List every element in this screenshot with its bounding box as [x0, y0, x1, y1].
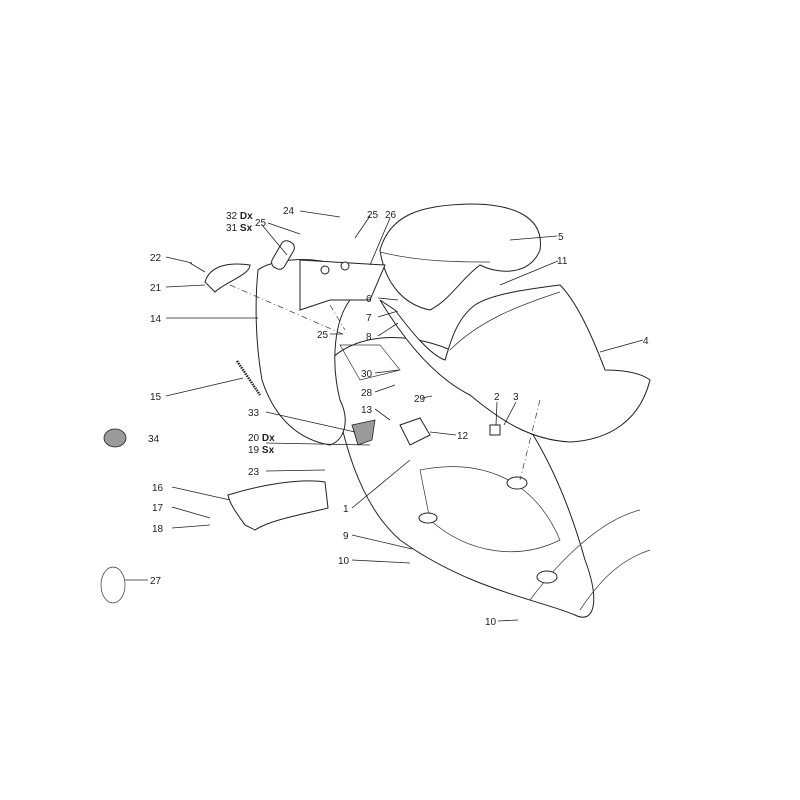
- part-33-pad: [351, 419, 376, 446]
- part-2-clip: [489, 424, 501, 436]
- label-6: 6: [366, 294, 372, 305]
- part-21-bracket: [204, 263, 251, 293]
- part-27-cable: [100, 566, 126, 604]
- label-33: 33: [248, 408, 260, 419]
- part-12-lock: [399, 417, 431, 446]
- label-13: 13: [361, 405, 373, 416]
- label-3: 3: [513, 392, 519, 403]
- label-18: 18: [152, 524, 164, 535]
- assembly-line: [229, 284, 346, 336]
- label-25: 25: [255, 218, 267, 229]
- label-30: 30: [361, 369, 373, 380]
- label-4: 4: [643, 336, 649, 347]
- assembly-line: [519, 399, 541, 481]
- label-15: 15: [150, 392, 162, 403]
- part-15-strip: [235, 360, 262, 396]
- label-7: 7: [366, 313, 372, 324]
- label-23: 23: [248, 467, 260, 478]
- part-14-tank-cover: [255, 240, 386, 446]
- label-24: 24: [283, 206, 295, 217]
- label-20-dx: 20 Dx: [248, 433, 275, 444]
- label-28: 28: [361, 388, 373, 399]
- label-17: 17: [152, 503, 164, 514]
- label-16: 16: [152, 483, 164, 494]
- label-11: 11: [557, 256, 568, 267]
- label-21: 21: [150, 283, 162, 294]
- label-27: 27: [150, 576, 162, 587]
- part-22-bolt: [189, 262, 206, 273]
- label-10: 10: [485, 617, 497, 628]
- label-25: 25: [367, 210, 379, 221]
- assembly-line: [329, 304, 346, 331]
- callout-labels: 24 25 25 26 32 Dx 31 Sx 22 21 14 5 11 6 …: [148, 206, 649, 628]
- label-26: 26: [385, 210, 397, 221]
- label-34: 34: [148, 434, 160, 445]
- label-31-sx: 31 Sx: [226, 223, 253, 234]
- part-16-cover: [227, 480, 329, 531]
- label-29: 29: [414, 394, 426, 405]
- label-12: 12: [457, 431, 469, 442]
- leader-lines: [125, 210, 644, 622]
- label-5: 5: [558, 232, 564, 243]
- label-14: 14: [150, 314, 162, 325]
- label-25: 25: [317, 330, 329, 341]
- label-8: 8: [366, 332, 372, 343]
- part-5-passenger-seat: [379, 203, 541, 311]
- label-32-dx: 32 Dx: [226, 211, 253, 222]
- label-19-sx: 19 Sx: [248, 445, 275, 456]
- label-22: 22: [150, 253, 162, 264]
- part-34-cap: [103, 428, 127, 448]
- part-4-rider-seat: [379, 284, 651, 443]
- label-10: 10: [338, 556, 350, 567]
- label-9: 9: [343, 531, 349, 542]
- label-2: 2: [494, 392, 500, 403]
- label-1: 1: [343, 504, 349, 515]
